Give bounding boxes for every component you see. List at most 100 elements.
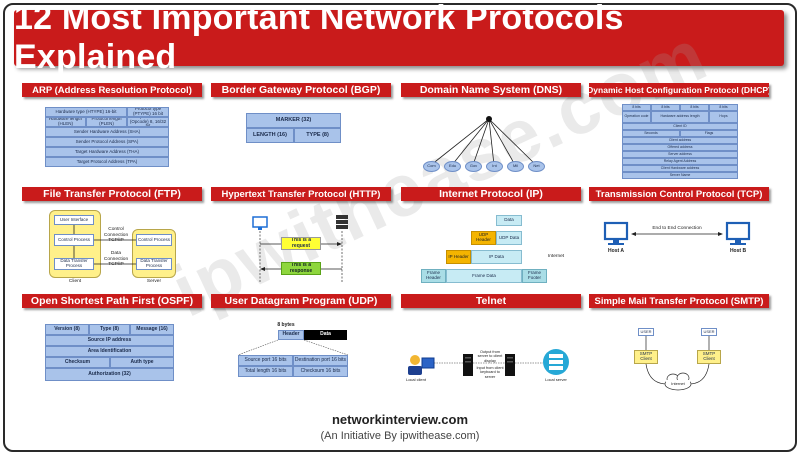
ospf-field-message: Message (16): [130, 324, 174, 335]
tcp-diagram: End to End Connection Host A Host B: [589, 203, 769, 285]
dhcp-field-bits-3: 8 bits: [680, 104, 709, 111]
dhcp-diagram: 8 bits 8 bits 8 bits 8 bits Operation co…: [589, 99, 769, 181]
dhcp-field-offered-addr: Offered address: [622, 144, 738, 151]
bgp-title: Border Gateway Protocol (BGP): [211, 83, 391, 97]
ip-frame-data: Frame Data: [446, 269, 522, 283]
cell-udp: User Datagram Program (UDP) 8 bytes Head…: [211, 294, 391, 377]
dns-node-net: Net: [528, 161, 545, 172]
telnet-flow: [408, 349, 569, 376]
dhcp-field-relay: Relay Agent Address: [622, 158, 738, 165]
ftp-diagram: User Interface Control Process Control P…: [22, 203, 202, 285]
cell-ftp: File Transfer Protocol (FTP) User Interf…: [22, 187, 202, 284]
http-client-monitor-icon: [252, 216, 268, 228]
ip-frame-header: Frame Header: [421, 269, 446, 283]
smtp-client-left: SMTP Client: [634, 350, 658, 364]
arp-field-tha: Target Hardware Address (THA): [45, 147, 169, 157]
tcp-host-a-label: Host A: [608, 248, 624, 254]
bgp-field-type: TYPE (8): [294, 128, 341, 143]
smtp-diagram: USER USER SMTP Client SMTP Client Intern…: [589, 310, 769, 392]
arp-field-htype: Hardware type (HTYPE) 16-bit: [45, 107, 127, 117]
ip-internet-label: Internet: [547, 254, 565, 259]
http-sequence: [252, 215, 348, 283]
ftp-control-conn: Control Connection TCP/IP: [103, 227, 129, 244]
cell-dhcp: Dynamic Host Configuration Protocol (DHC…: [589, 83, 769, 179]
dns-title: Domain Name System (DNS): [401, 83, 581, 97]
telnet-client-user-icon: [408, 355, 435, 375]
telnet-database-icon: [543, 349, 569, 375]
ospf-field-auth-type: Auth type: [110, 357, 174, 368]
ftp-server-dtp: Data Transfer Process: [136, 258, 172, 270]
tcp-host-a-monitor-icon: [603, 221, 629, 245]
ftp-client-label: Client: [68, 279, 82, 284]
ip-ip-data: IP Data: [471, 250, 522, 264]
telnet-remote-label: Local server: [545, 377, 567, 382]
http-diagram: This is a request This is a response: [211, 203, 391, 285]
arp-field-ptype: Protocol type (PTYPE) 16 bit: [127, 107, 169, 117]
arp-field-sha: Sender Hardware Address (SHA): [45, 127, 169, 137]
arp-diagram: Hardware type (HTYPE) 16-bit Protocol ty…: [22, 99, 202, 181]
dhcp-field-bits-1: 8 bits: [622, 104, 651, 111]
arp-field-plen: Protocol length (PLEN): [86, 117, 127, 127]
bgp-field-marker: MARKER (32): [246, 113, 341, 128]
ftp-user-interface: User Interface: [54, 215, 94, 225]
dns-node-edu: Edu: [444, 161, 461, 172]
ip-udp-data: UDP Data: [496, 231, 522, 245]
udp-data-block: Data: [304, 330, 347, 340]
dhcp-field-client-addr: Client address: [622, 137, 738, 144]
arp-field-hlen: Hardware length (HLEN): [45, 117, 86, 127]
dhcp-field-bits-4: 8 bits: [709, 104, 738, 111]
dhcp-field-hlen: Hardware address length: [651, 111, 709, 123]
ftp-title: File Transfer Protocol (FTP): [22, 187, 202, 201]
tcp-host-b-monitor-icon: [725, 221, 751, 245]
footer-tagline: (An Initiative By ipwithease.com): [320, 430, 480, 442]
tcp-connection: [603, 221, 751, 245]
ftp-client-dtp: Data Transfer Process: [54, 258, 94, 270]
telnet-title: Telnet: [401, 294, 581, 308]
dhcp-field-chaddr: Client Hardware address: [622, 165, 738, 172]
cell-bgp: Border Gateway Protocol (BGP) MARKER (32…: [211, 83, 391, 143]
arp-field-opcode: Operational (Opcode) 8, 16/32 bit: [127, 117, 169, 127]
ip-title: Internet Protocol (IP): [401, 187, 581, 201]
ospf-diagram: Version (8) Type (8) Message (16) Source…: [22, 310, 202, 392]
ip-frame-footer: Frame Footer: [522, 269, 547, 283]
ospf-field-checksum: Checksum: [45, 357, 110, 368]
cell-ip: Internet Protocol (IP) Data UDP Header U…: [401, 187, 581, 283]
ip-udp-header: UDP Header: [471, 231, 496, 245]
smtp-client-right: SMTP Client: [697, 350, 721, 364]
ip-app-data: Data: [496, 215, 522, 226]
smtp-internet-label: Internet: [671, 381, 685, 386]
ftp-connectors: [73, 225, 136, 265]
telnet-local-label: Local client: [405, 377, 426, 382]
dhcp-field-flags: Flags: [680, 130, 738, 137]
ftp-server-label: Server: [146, 279, 162, 284]
tcp-host-b-label: Host B: [729, 248, 747, 254]
dns-node-mil: Mil: [507, 161, 524, 172]
dns-node-gov: Gov: [465, 161, 482, 172]
smtp-user-left: USER: [638, 328, 654, 336]
ftp-server-control: Control Process: [136, 234, 172, 246]
cell-ospf: Open Shortest Path First (OSPF) Version …: [22, 294, 202, 381]
udp-field-dest-port: Destination port 16 bits: [293, 355, 348, 366]
udp-bytes-label: 8 bytes: [277, 322, 295, 328]
ip-diagram: Data UDP Header UDP Data IP Header IP Da…: [401, 203, 581, 285]
dhcp-field-opcode: Operation code: [622, 111, 651, 123]
dhcp-field-server-addr: Server address: [622, 151, 738, 158]
page-title: 12 Most Important Network Protocols Expl…: [14, 0, 784, 76]
dns-tree: [430, 116, 537, 166]
tcp-title: Transmission Control Protocol (TCP): [589, 187, 769, 201]
cell-dns: Domain Name System (DNS) Com Edu Gov Int…: [401, 83, 581, 172]
dhcp-title: Dynamic Host Configuration Protocol (DHC…: [589, 83, 769, 97]
ospf-field-area: Area Identification: [45, 346, 174, 357]
udp-diagram: 8 bytes Header Data Source port 16 bits …: [211, 310, 391, 392]
arp-field-spa: Sender Protocol Address (SPA): [45, 137, 169, 147]
telnet-output-label: Output from server to client display: [477, 350, 503, 363]
arp-field-tpa: Target Protocol Address (TPA): [45, 157, 169, 167]
http-title: Hypertext Transfer Protocol (HTTP): [211, 187, 391, 201]
http-server-icon: [336, 215, 348, 219]
udp-field-length: Total length 16 bits: [238, 366, 293, 377]
bgp-diagram: MARKER (32) LENGTH (16) TYPE (8): [211, 99, 391, 181]
dhcp-field-hops: Hops: [709, 111, 738, 123]
arp-title: ARP (Address Resolution Protocol): [22, 83, 202, 97]
dns-root-node: [486, 116, 492, 122]
http-response: This is a response: [281, 262, 321, 275]
